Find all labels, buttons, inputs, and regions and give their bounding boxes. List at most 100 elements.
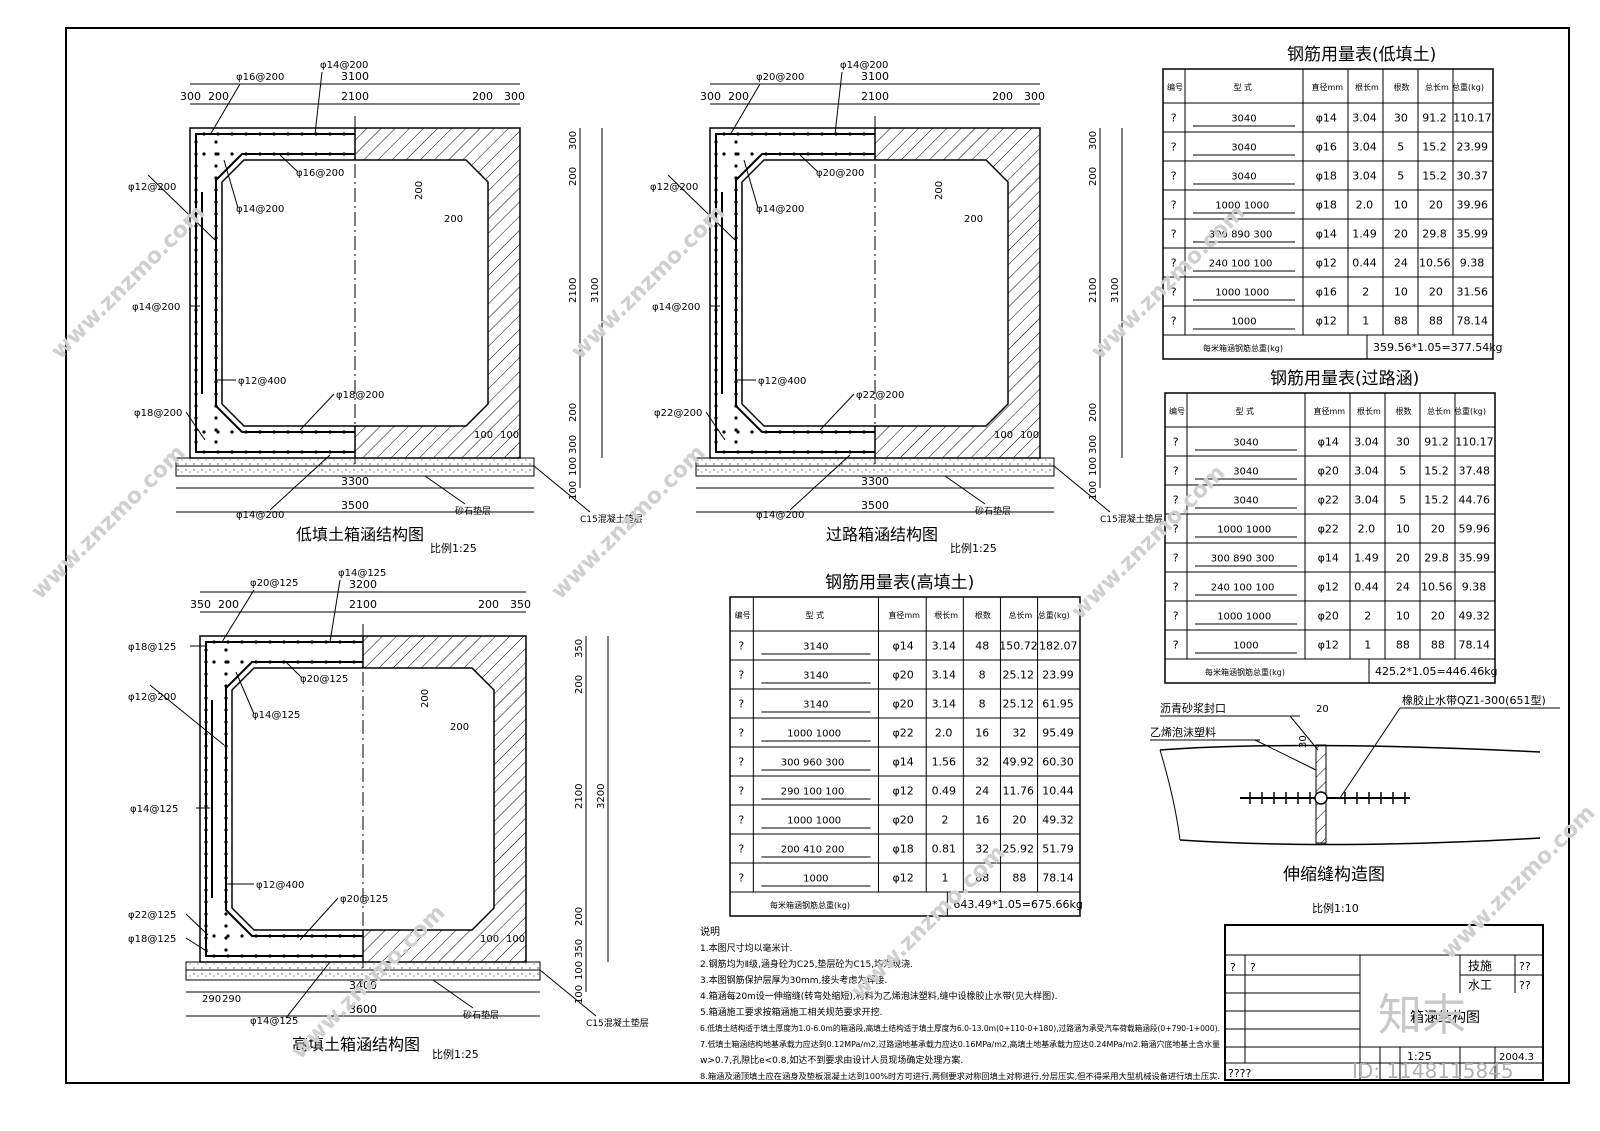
rebar-dot xyxy=(862,152,866,156)
rebar-dot xyxy=(714,428,718,432)
table-cell-road: 20 xyxy=(1396,552,1410,565)
rebar-dot xyxy=(194,176,198,180)
table-cell-low: 1 xyxy=(1362,315,1369,328)
table-header-low: 总长m xyxy=(1425,82,1449,92)
rebar-dot xyxy=(296,934,300,938)
dim-haunch-left: 200 xyxy=(218,598,239,611)
rebar-label: φ14@200 xyxy=(756,510,804,521)
rebar-dot xyxy=(734,224,738,228)
sand-gravel-bed xyxy=(175,465,535,477)
c15-concrete-bed xyxy=(695,457,1055,467)
rebar-dot xyxy=(352,660,356,664)
table-cell-low: φ16 xyxy=(1316,141,1337,154)
rebar-dot xyxy=(194,344,198,348)
rebar-label: φ20@200 xyxy=(816,168,864,179)
rebar-dot xyxy=(734,200,738,204)
rebar-dot xyxy=(282,660,286,664)
rebar-dot xyxy=(204,816,208,820)
rebar-label: φ12@400 xyxy=(758,376,806,387)
note-line-5: 5.箱涵施工要求按箱涵施工相关规范要求开挖. xyxy=(700,1006,882,1018)
rebar-dot xyxy=(714,260,718,264)
rebar-dot xyxy=(734,176,738,180)
rebar-dot xyxy=(820,430,824,434)
rebar-dot xyxy=(734,164,738,168)
table-cell-road: 1000 xyxy=(1233,641,1258,652)
rebar-dot xyxy=(714,320,718,324)
table-cell-road: φ12 xyxy=(1318,639,1339,652)
dim-clear-width: 2100 xyxy=(349,598,377,611)
dim-haunch-right: 200 xyxy=(992,90,1013,103)
rebar-dot xyxy=(204,660,208,664)
rebar-dot xyxy=(834,450,838,454)
table-cell-high: 23.99 xyxy=(1042,669,1074,682)
rebar-dot xyxy=(820,152,824,156)
rebar-leader xyxy=(147,174,216,241)
table-cell-low: 3040 xyxy=(1231,143,1256,154)
rebar-dot xyxy=(214,188,218,192)
rebar-dot xyxy=(224,684,228,688)
rebar-leader xyxy=(314,71,323,135)
dim-sand-thickness: 100 xyxy=(568,481,579,500)
rebar-dot xyxy=(296,640,300,644)
table-cell-low: 10 xyxy=(1394,286,1408,299)
table-cell-low: 2 xyxy=(1362,286,1369,299)
dim-wall-right: 300 xyxy=(504,90,525,103)
rebar-dot xyxy=(194,440,198,444)
table-cell-road: φ22 xyxy=(1318,523,1339,536)
table-cell-road: ? xyxy=(1173,639,1179,652)
rebar-dot xyxy=(204,744,208,748)
rebar-dot xyxy=(254,640,258,644)
rebar-dot xyxy=(310,954,314,958)
table-cell-road: 35.99 xyxy=(1459,552,1491,565)
table-cell-high: 16 xyxy=(975,814,989,827)
table-cell-high: 10.44 xyxy=(1042,785,1074,798)
table-cell-road: ? xyxy=(1173,581,1179,594)
table-cell-road: 15.2 xyxy=(1424,494,1449,507)
table-cell-high: φ22 xyxy=(892,727,913,740)
table-cell-road: ? xyxy=(1173,610,1179,623)
rebar-dot xyxy=(714,380,718,384)
table-cell-high: 51.79 xyxy=(1042,843,1074,856)
rebar-dot xyxy=(194,200,198,204)
leader-line xyxy=(1289,715,1319,751)
dim-haunch-bottom: 200 xyxy=(574,907,585,926)
table-cell-road: 88 xyxy=(1396,639,1410,652)
rebar-dot xyxy=(204,900,208,904)
dim-haunch-h: 200 xyxy=(444,214,463,225)
rebar-dot xyxy=(194,320,198,324)
title-block-mark-4: ?? xyxy=(1519,979,1531,992)
rebar-dot xyxy=(204,684,208,688)
rebar-dot xyxy=(778,132,782,136)
rebar-label: φ20@125 xyxy=(340,894,388,905)
rebar-label: φ14@125 xyxy=(130,804,178,815)
table-cell-high: 1000 1000 xyxy=(787,729,841,740)
table-cell-road: 10 xyxy=(1396,523,1410,536)
rebar-dot xyxy=(214,176,218,180)
rebar-dot xyxy=(296,954,300,958)
table-cell-high: 25.12 xyxy=(1003,669,1035,682)
dim-clear-height: 2100 xyxy=(1088,278,1099,303)
rebar-dot xyxy=(286,132,290,136)
rebar-dot xyxy=(734,248,738,252)
rebar-dot xyxy=(324,640,328,644)
table-cell-high: 25.12 xyxy=(1003,698,1035,711)
rebar-dot xyxy=(214,248,218,252)
rebar-dot xyxy=(734,344,738,348)
rebar-dot xyxy=(268,660,272,664)
rebar-dot xyxy=(272,450,276,454)
note-line-3: 3.本图钢筋保护层厚为30mm,接头考虑为焊接. xyxy=(700,974,887,986)
rebar-dot xyxy=(300,450,304,454)
table-cell-road: 91.2 xyxy=(1424,436,1449,449)
table-cell-high: 1000 xyxy=(803,874,828,885)
joint-label-waterstop: 橡胶止水带QZ1-300(651型) xyxy=(1402,693,1546,707)
rebar-dot xyxy=(214,308,218,312)
table-cell-road: φ12 xyxy=(1318,581,1339,594)
rebar-dot xyxy=(338,640,342,644)
rebar-dot xyxy=(204,804,208,808)
table-cell-high: φ14 xyxy=(892,756,913,769)
rebar-dot xyxy=(226,640,230,644)
rebar-dot xyxy=(310,660,314,664)
table-cell-high: 49.92 xyxy=(1003,756,1035,769)
dim-total-width: 3100 xyxy=(341,70,369,83)
table-cell-high: 150.72 xyxy=(999,640,1037,653)
